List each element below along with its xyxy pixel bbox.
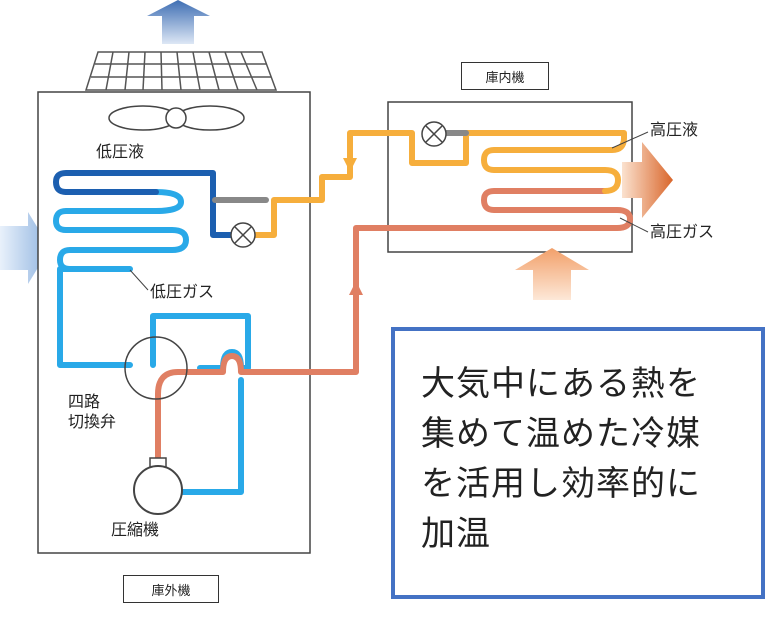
liquid-to-valve-pipe	[155, 170, 233, 238]
low-pressure-liquid-label: 低圧液	[96, 142, 145, 161]
flow-arrow-down	[343, 158, 357, 172]
heat-output-arrow	[622, 142, 673, 218]
exhaust-up-arrow	[147, 0, 210, 44]
four-way-valve-label-line2: 切換弁	[68, 412, 117, 431]
outdoor-evaporator-coil	[53, 189, 189, 272]
four-way-valve-icon	[124, 336, 188, 400]
compressor-icon	[133, 457, 183, 515]
outdoor-expansion-valve-icon	[230, 222, 256, 248]
note-line: を活用し効率的に	[421, 464, 701, 504]
note-line: 加温	[421, 514, 491, 554]
top-grille	[84, 51, 278, 91]
note-line: 大気中にある熱を	[421, 364, 701, 404]
explanation-note: 大気中にある熱を 集めて温めた冷媒 を活用し効率的に 加温	[391, 327, 765, 599]
indoor-unit-tag: 庫内機	[461, 62, 549, 90]
low-pressure-gas-label: 低圧ガス	[150, 282, 215, 301]
indoor-expansion-valve-icon	[421, 121, 447, 147]
flow-arrow-up	[349, 281, 363, 295]
heat-input-arrow	[515, 248, 589, 300]
low-pressure-liquid-pipe	[53, 170, 161, 195]
high-pressure-liquid-label: 高圧液	[650, 120, 699, 139]
note-line: 集めて温めた冷媒	[421, 414, 701, 454]
compressor-suction-pipe	[175, 377, 244, 495]
outdoor-unit-tag: 庫外機	[123, 575, 219, 603]
compressor-label: 圧縮機	[111, 520, 160, 539]
high-pressure-gas-label: 高圧ガス	[650, 222, 715, 241]
high-pressure-gas-pipe	[155, 188, 633, 463]
four-way-valve-label-line1: 四路	[68, 392, 101, 411]
fan-icon	[108, 105, 245, 131]
high-pressure-liquid-pipe	[253, 130, 627, 238]
